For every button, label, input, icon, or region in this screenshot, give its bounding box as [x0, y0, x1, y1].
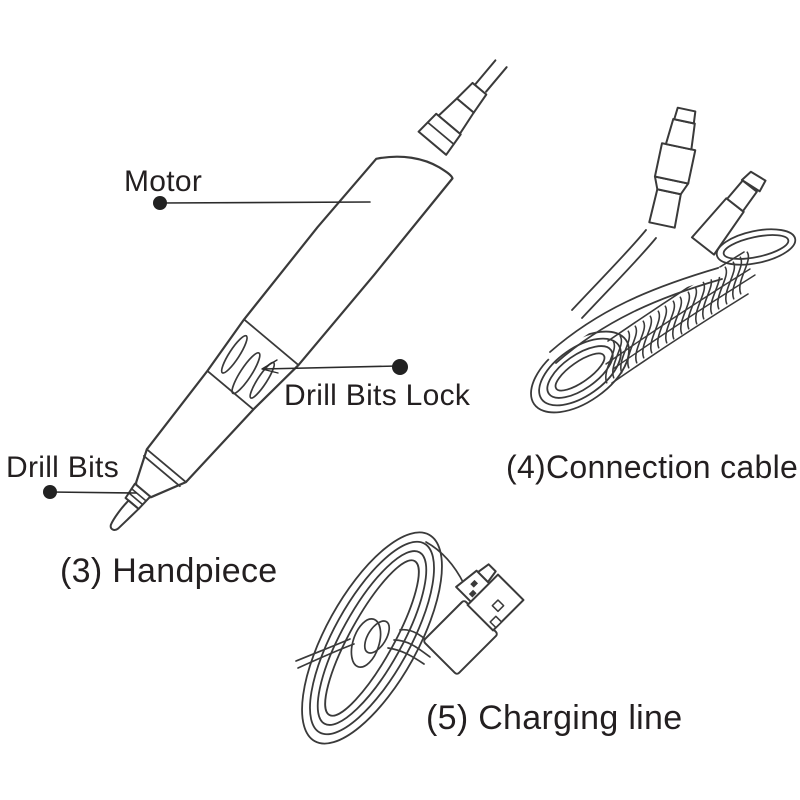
- strain-relief: [417, 81, 488, 156]
- usb-a-hole: [491, 599, 505, 613]
- usb-a-connector: [423, 573, 525, 675]
- caption-charging-line: (5) Charging line: [426, 699, 683, 737]
- motor-leader-line: [159, 201, 371, 204]
- coil-bottom-edge: [611, 293, 749, 384]
- aux-plug-barrel: [726, 179, 758, 213]
- dc-plug-body: [653, 142, 697, 185]
- dc-plug-neck: [648, 188, 682, 229]
- grip-vent: [231, 351, 261, 395]
- nose-seam-2: [142, 455, 181, 488]
- caption-handpiece: (3) Handpiece: [60, 552, 278, 590]
- dc-plug-lead: [571, 229, 657, 319]
- body-seam-lower: [206, 369, 255, 411]
- connection-cable-drawing: [530, 106, 797, 414]
- drill-bits-callout-dot: [43, 485, 57, 499]
- handpiece-cable: [473, 59, 508, 93]
- usb-a-hole: [489, 615, 503, 629]
- handpiece-body: [135, 155, 454, 499]
- micro-usb-connector: [455, 563, 497, 605]
- callouts: [43, 196, 408, 499]
- caption-connection-cable: (4)Connection cable: [506, 449, 799, 485]
- body-seam-upper: [243, 318, 300, 366]
- cable-wrap-knot: [295, 618, 391, 669]
- drill-bits-leader-line: [49, 491, 137, 494]
- charging-cable-drawing: [295, 531, 525, 745]
- label-motor: Motor: [124, 165, 203, 198]
- drill-bits-lock-callout-dot: [392, 359, 408, 375]
- grip-vent: [220, 334, 248, 374]
- cable-strand: [547, 267, 725, 364]
- coil-top-edge: [607, 251, 745, 342]
- nose-seam-1: [145, 448, 187, 483]
- label-drill-bits-lock: Drill Bits Lock: [284, 379, 471, 412]
- handpiece-drawing: [109, 59, 508, 531]
- aux-plug: [690, 170, 767, 256]
- motor-callout-dot: [153, 196, 167, 210]
- drill-bits-lock-arrowhead: [261, 359, 279, 374]
- dc-plug-barrel: [664, 118, 696, 151]
- dc-plug: [648, 106, 697, 229]
- label-drill-bits: Drill Bits: [6, 451, 119, 484]
- drill-bit: [109, 499, 140, 531]
- coil-spine: [612, 274, 756, 370]
- aux-plug-tip: [740, 170, 767, 193]
- dc-plug-tip: [673, 106, 697, 125]
- drill-bits-lock-leader-line: [262, 365, 399, 370]
- cable-loops: [301, 531, 443, 745]
- coil: [603, 250, 756, 385]
- coil-right-ring: [715, 228, 797, 266]
